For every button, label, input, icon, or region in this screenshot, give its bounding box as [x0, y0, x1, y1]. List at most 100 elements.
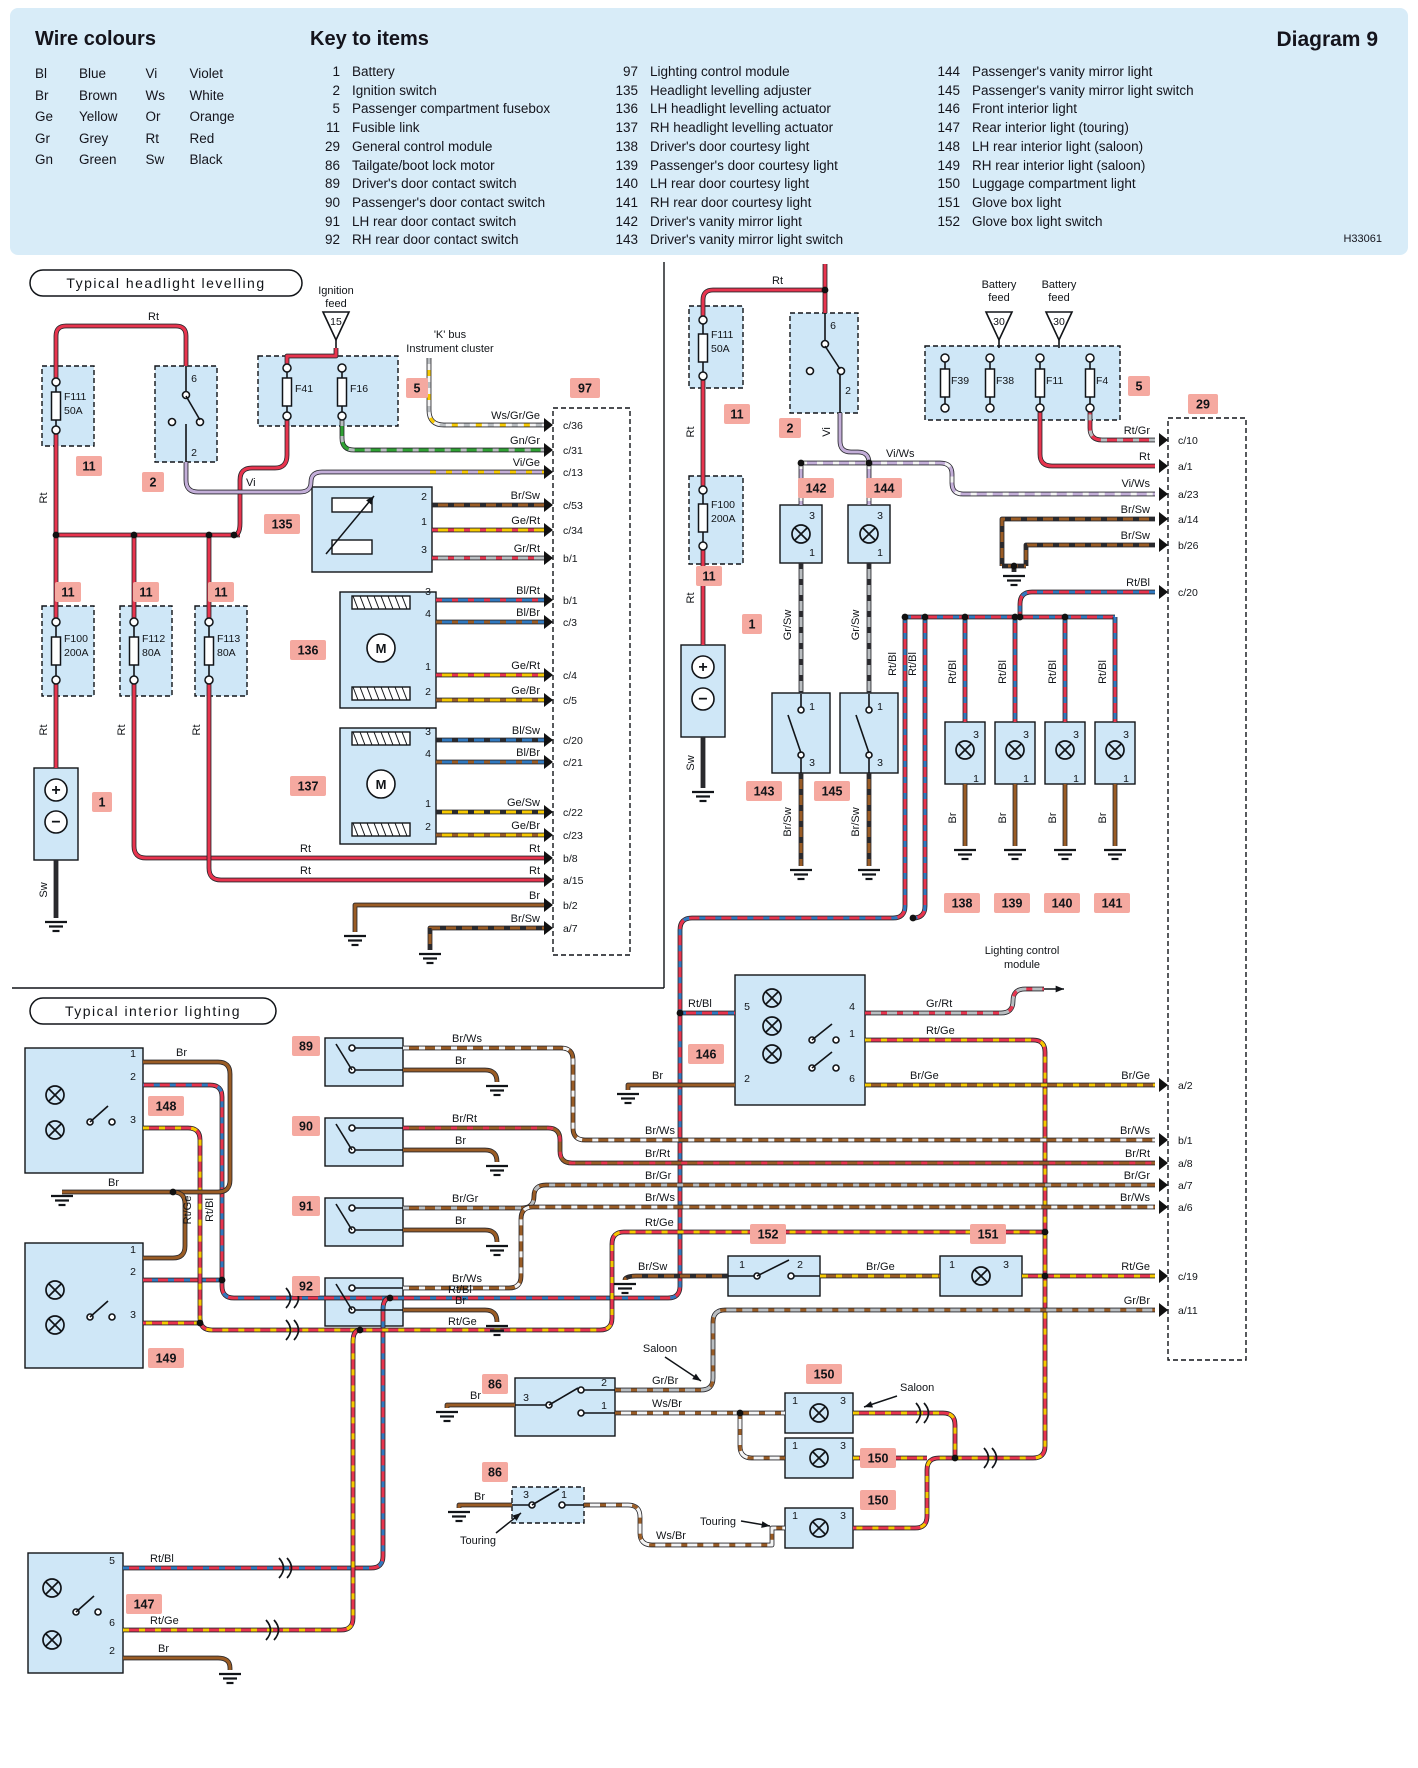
ref-tag-number: 11 [730, 408, 743, 422]
wire-outline-Br [403, 1147, 500, 1163]
wire-outline-Br/Sw [1023, 542, 1155, 566]
lamp-icon [42, 1578, 62, 1598]
ref-tag-number: 140 [1052, 897, 1073, 911]
diagram-label: Rt [529, 865, 540, 877]
diagram-label: Br [947, 812, 959, 823]
resistor-hatch [387, 822, 394, 837]
resistor-hatch [366, 731, 373, 746]
junction-dot [1010, 562, 1018, 570]
key-item-number: 151 [937, 194, 960, 210]
wire-Br [353, 903, 548, 932]
diagram-label: Ws/Br [652, 1398, 682, 1410]
symbol-line [531, 1488, 560, 1506]
key-item-number: 89 [324, 176, 340, 192]
fuse-icon [50, 391, 62, 421]
junction-dot [386, 1294, 394, 1302]
feed-triangle-icon [984, 311, 1014, 342]
wire-colour-abbr: Ws [145, 87, 166, 103]
key-item-label: Passenger's door courtesy light [650, 157, 838, 173]
component-box [514, 1377, 616, 1437]
diagram-label: Br [997, 812, 1009, 823]
key-item-label: Passenger compartment fusebox [352, 101, 551, 117]
symbol-line [855, 714, 870, 754]
key-item-number: 150 [937, 176, 960, 192]
diagram-label: 200A [64, 647, 89, 659]
ref-tag-number: 2 [150, 476, 157, 490]
connector-pin [1159, 459, 1168, 473]
diagram-label: 2 [744, 1073, 750, 1085]
key-item-label: Battery [352, 64, 395, 79]
diagram-label: 3 [1073, 729, 1079, 741]
ref-tag [742, 614, 762, 634]
diagram-label: Rt/Bl [150, 1553, 174, 1565]
diagram-label: Rt/Ge [448, 1316, 477, 1328]
contact-icon [366, 769, 396, 799]
diagram-label: Br/Sw [638, 1261, 667, 1273]
diagram-label: 1 [425, 661, 431, 673]
ref-tag-number: 143 [754, 785, 775, 799]
junction-dot [821, 286, 829, 294]
break-icon [286, 1557, 293, 1579]
wire-stripe-Gn/Gr [340, 420, 548, 452]
connector-pin [1159, 1200, 1168, 1214]
ref-tag [688, 1044, 724, 1064]
ref-tag [406, 378, 428, 398]
key-item-label: Fusible link [352, 120, 420, 136]
connector-pin [544, 551, 553, 565]
key-item-label: RH rear interior light (saloon) [972, 157, 1146, 173]
ref-tag-number: 5 [414, 382, 421, 396]
fuse-icon [204, 675, 214, 685]
diagram-label: Rt/Ge [150, 1615, 179, 1627]
diagram-label: F112 [142, 633, 165, 645]
diagram-label: F39 [951, 375, 969, 387]
contact-icon [167, 417, 177, 427]
ref-tag-number: 5 [1136, 380, 1143, 394]
component-box [257, 355, 399, 427]
key-item-label: Passenger's vanity mirror light [972, 64, 1153, 79]
fuse-icon [985, 403, 995, 413]
diagram-label: Br/Rt [452, 1113, 477, 1125]
symbol-line [75, 1595, 95, 1613]
lamp-icon [47, 1122, 63, 1138]
resistor-hatch [373, 731, 380, 746]
diagram-label: F11 [1046, 375, 1063, 387]
symbols-layer [42, 286, 1168, 1685]
diagram-label: 2 [425, 686, 431, 698]
diagram-label: − [698, 691, 707, 708]
diagram-label: 1 [601, 1400, 607, 1412]
wire-stripe-Br/Rt [403, 1126, 1155, 1165]
diagram-label: Bl/Sw [512, 725, 540, 737]
diagram-label: 4 [849, 1001, 855, 1013]
ref-tag [570, 378, 600, 398]
key-item-label: LH headlight levelling actuator [650, 101, 831, 117]
ref-tag-number: 149 [156, 1352, 177, 1366]
wire-Br [403, 1068, 499, 1083]
diagram-label: Rt/Bl [907, 652, 919, 676]
diagram-label: Saloon [643, 1343, 677, 1355]
wire-Br [403, 1308, 499, 1323]
wire-colour-abbr: Sw [145, 152, 165, 167]
connector-pin [1159, 1133, 1168, 1147]
symbol-line [335, 1123, 353, 1151]
pin-label: a/14 [1178, 514, 1199, 526]
fuse-icon [697, 503, 709, 533]
diagram-label: Br/Gr [452, 1193, 479, 1205]
diagram-label: Touring [460, 1535, 496, 1547]
diagram-label: 3 [1003, 1259, 1009, 1271]
ref-tag-number: 148 [156, 1100, 177, 1114]
resistor-hatch [394, 822, 401, 837]
lamp-icon [44, 1632, 60, 1648]
diagram-label: 2 [601, 1377, 607, 1389]
diagram-label: Rt/Bl [448, 1284, 472, 1296]
diagram-label: 1 [792, 1510, 798, 1522]
wire-Br/Rt [403, 1126, 1155, 1165]
key-item-label: Driver's door contact switch [352, 176, 517, 192]
key-item-number: 135 [615, 82, 638, 98]
connector-pin [544, 851, 553, 865]
diagram-label: 1 [973, 773, 979, 785]
connector-pin [544, 755, 553, 769]
ref-tag [55, 582, 81, 602]
wire-Rt [132, 684, 548, 860]
